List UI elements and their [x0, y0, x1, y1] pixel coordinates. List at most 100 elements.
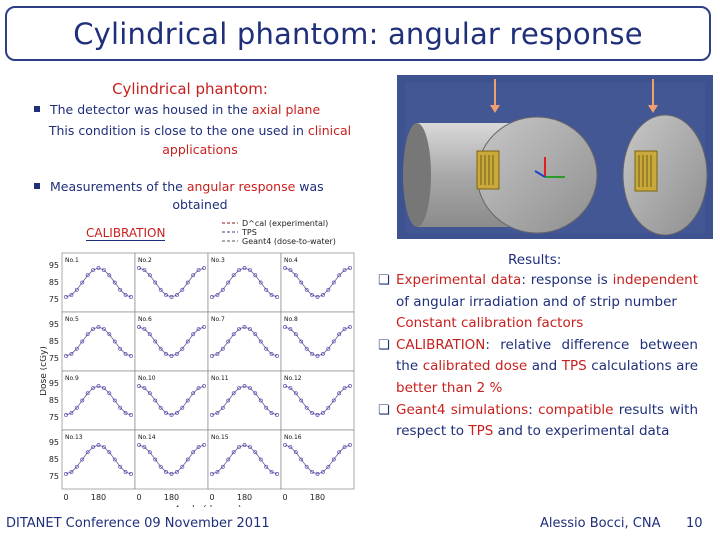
r2-b: : relative difference between the — [396, 336, 698, 375]
data-point — [315, 295, 320, 299]
bullet-1-text-a: The detector was housed in the — [50, 102, 252, 117]
data-point — [342, 268, 347, 272]
data-point — [91, 386, 95, 390]
data-point — [242, 266, 247, 270]
data-point — [96, 325, 101, 329]
data-point — [102, 268, 106, 272]
data-point — [164, 352, 168, 356]
x-tick-label: 180 — [91, 493, 106, 502]
data-point — [210, 354, 214, 358]
data-point — [215, 411, 220, 415]
data-point — [315, 354, 320, 358]
data-point — [299, 339, 304, 344]
y-tick-label: 85 — [49, 455, 59, 464]
series-curve — [138, 267, 205, 298]
data-point — [185, 339, 190, 344]
data-point — [147, 273, 152, 278]
data-point — [210, 413, 214, 417]
chart-panel — [280, 429, 355, 490]
data-point — [283, 266, 287, 270]
data-point — [293, 273, 298, 278]
series-curve — [65, 444, 132, 475]
data-point — [118, 464, 123, 469]
data-point — [215, 293, 220, 297]
legend-label: TPS — [241, 228, 257, 237]
data-point — [321, 352, 325, 356]
data-point — [326, 405, 331, 410]
data-point — [123, 470, 128, 474]
data-point — [299, 398, 304, 403]
data-point — [112, 280, 117, 285]
data-point — [321, 470, 325, 474]
data-point — [112, 339, 117, 344]
data-point — [129, 413, 133, 417]
data-point — [275, 472, 279, 476]
data-point — [74, 464, 79, 469]
data-point — [264, 405, 269, 410]
data-point — [107, 332, 112, 337]
r3-b: : — [528, 401, 539, 418]
chart-panel — [207, 370, 282, 431]
data-point — [118, 287, 123, 292]
data-point — [264, 346, 269, 351]
data-point — [175, 470, 179, 474]
data-point — [164, 470, 168, 474]
data-point — [269, 411, 274, 415]
series-curve — [138, 444, 205, 475]
data-point — [202, 443, 206, 447]
data-point — [331, 457, 336, 462]
data-point — [269, 293, 274, 297]
data-point — [185, 280, 190, 285]
footer-author: Alessio Bocci, CNA — [540, 516, 661, 531]
data-point — [175, 352, 179, 356]
data-point — [220, 464, 225, 469]
r1-c: : response is — [521, 272, 613, 288]
r3-d: results with respect to — [396, 401, 698, 440]
data-point — [107, 273, 112, 278]
data-point — [258, 339, 263, 344]
data-point — [283, 325, 287, 329]
data-point — [137, 266, 141, 270]
data-point — [196, 445, 201, 449]
data-point — [142, 445, 147, 449]
data-point — [310, 411, 314, 415]
data-point — [288, 386, 293, 390]
panel-label: No.2 — [138, 257, 152, 264]
data-point — [112, 398, 117, 403]
data-point — [331, 280, 336, 285]
x-tick-label: 0 — [209, 493, 214, 502]
panel-label: No.9 — [65, 375, 79, 382]
y-tick-label: 85 — [49, 337, 59, 346]
data-point — [310, 470, 314, 474]
r1-a: Experimental — [396, 272, 491, 288]
r3-f: and to experimental data — [493, 423, 670, 440]
data-point — [258, 280, 263, 285]
data-point — [123, 293, 128, 297]
panel-label: No.1 — [65, 257, 79, 264]
panel-label: No.16 — [284, 434, 302, 441]
data-point — [248, 445, 252, 449]
data-point — [275, 295, 279, 299]
chart-panel — [61, 370, 136, 431]
r3-e: TPS — [468, 423, 494, 440]
x-axis-label: Angle (degree) — [174, 505, 241, 507]
data-point — [299, 280, 304, 285]
data-point — [137, 325, 141, 329]
data-point — [185, 457, 190, 462]
footer-conference: DITANET Conference 09 November 2011 — [6, 516, 270, 531]
data-point — [142, 327, 147, 331]
data-point — [74, 346, 79, 351]
data-point — [337, 273, 342, 278]
bullet-1-line2-a: This condition is close to the one used … — [48, 123, 308, 138]
r3-a: Geant4 simulations — [396, 401, 529, 418]
bullet-1-text-b: axial plane — [251, 102, 321, 117]
data-point — [342, 445, 347, 449]
data-point — [180, 405, 185, 410]
data-point — [288, 268, 293, 272]
data-point — [118, 405, 123, 410]
y-tick-label: 75 — [49, 295, 59, 304]
series-curve — [65, 267, 132, 298]
bullet-2: Measurements of the angular response was — [34, 179, 324, 194]
r1-tail: Constant calibration factors — [396, 315, 584, 332]
data-point — [153, 339, 158, 344]
